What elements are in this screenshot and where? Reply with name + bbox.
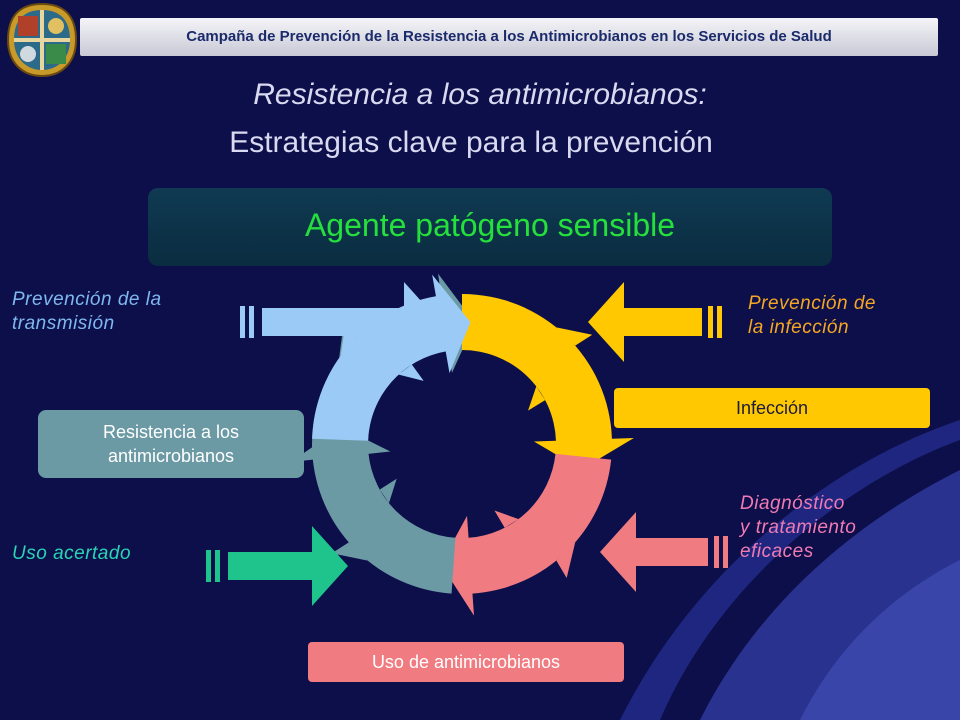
arrow-prevention-infection — [588, 282, 722, 362]
segment-red-spike-1 — [556, 542, 576, 578]
segment-teal-lower-spike-2 — [379, 478, 397, 504]
arrow-prevention-transmission — [240, 282, 440, 362]
header-bar — [80, 18, 938, 56]
label-prevention-transmission: Prevención de la transmisión — [12, 288, 162, 336]
resistance-box-line-1: Resistencia a los — [102, 422, 240, 442]
segment-teal-lower — [290, 427, 456, 594]
arrow-diagnosis — [600, 512, 728, 592]
resistance-box-line-2: antimicrobianos — [107, 446, 235, 466]
segment-yellow — [462, 294, 634, 470]
segment-blue — [312, 274, 471, 441]
label-diagnosis-line-2: y tratamiento — [740, 517, 857, 538]
label-diagnosis-line-3: eficaces — [740, 541, 814, 562]
arrow-appropriate-use — [206, 526, 348, 606]
segment-red — [440, 453, 612, 616]
title-line-1: Resistencia a los antimicrobianos: — [253, 78, 707, 111]
label-appropriate-use: Uso acertado — [12, 543, 132, 564]
segment-yellow-spike-1 — [556, 327, 593, 346]
segment-teal-lower-spike-1 — [331, 542, 368, 561]
label-prevention-infection-line-2: la infección — [748, 317, 850, 338]
campaign-title: Campaña de Prevención de la Resistencia … — [186, 28, 832, 45]
segment-blue-spike-2 — [398, 364, 424, 381]
label-prevention-transmission-line-2: transmisión — [12, 313, 115, 334]
segment-yellow-spike-2 — [528, 386, 546, 411]
infection-box: Infección — [614, 388, 930, 428]
antimicrobial-use-box: Uso de antimicrobianos — [308, 642, 624, 682]
label-diagnosis: Diagnóstico y tratamiento eficaces — [740, 492, 856, 564]
agent-box — [148, 188, 832, 266]
resistance-box: Resistencia a los antimicrobianos — [38, 410, 304, 478]
crest-logo-icon — [6, 2, 78, 78]
label-prevention-transmission-line-1: Prevención de la — [12, 289, 162, 310]
segment-red-spike-2 — [494, 510, 519, 528]
title-line-2: Estrategias clave para la prevención — [229, 126, 713, 159]
label-diagnosis-line-1: Diagnóstico — [740, 493, 845, 514]
agent-label: Agente patógeno sensible — [304, 207, 676, 243]
label-prevention-infection-line-1: Prevención de — [748, 293, 876, 314]
label-prevention-infection: Prevención de la infección — [748, 292, 876, 340]
